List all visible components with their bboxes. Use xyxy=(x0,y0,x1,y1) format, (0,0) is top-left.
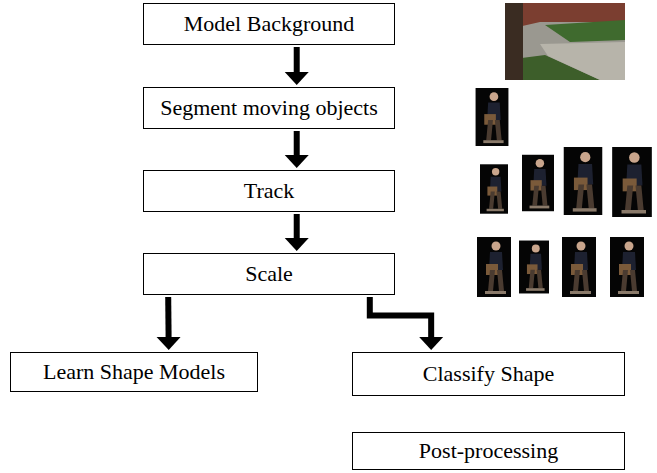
arrow-head xyxy=(285,72,309,85)
process-box: Classify Shape xyxy=(352,352,625,396)
box-label: Learn Shape Models xyxy=(43,359,225,384)
process-box: Model Background xyxy=(143,3,395,45)
arrow-shaft xyxy=(370,297,431,337)
arrow-shaft xyxy=(294,47,300,72)
box-label: Classify Shape xyxy=(423,361,554,386)
arrow-head xyxy=(285,238,309,251)
background-photo xyxy=(505,3,625,80)
box-label: Post-processing xyxy=(419,438,558,463)
process-box: Scale xyxy=(143,253,395,295)
box-label: Model Background xyxy=(184,11,354,36)
arrow-shaft xyxy=(165,297,171,337)
process-box: Learn Shape Models xyxy=(10,352,258,392)
arrow-head xyxy=(419,337,443,350)
box-label: Track xyxy=(244,178,295,203)
arrow-shaft xyxy=(294,214,300,238)
arrow-shaft xyxy=(294,131,300,155)
flow-arrow xyxy=(285,47,309,85)
arrow-head xyxy=(285,155,309,168)
flow-arrow xyxy=(285,131,309,168)
flow-arrow xyxy=(370,297,443,350)
segmented-person-frames xyxy=(476,88,652,297)
process-box: Track xyxy=(143,170,395,212)
flow-arrow xyxy=(157,297,181,350)
process-box: Post-processing xyxy=(352,432,625,470)
box-label: Scale xyxy=(245,261,293,286)
arrow-head xyxy=(157,337,181,350)
flow-arrow xyxy=(285,214,309,251)
process-box: Segment moving objects xyxy=(143,87,395,129)
box-label: Segment moving objects xyxy=(160,95,378,120)
